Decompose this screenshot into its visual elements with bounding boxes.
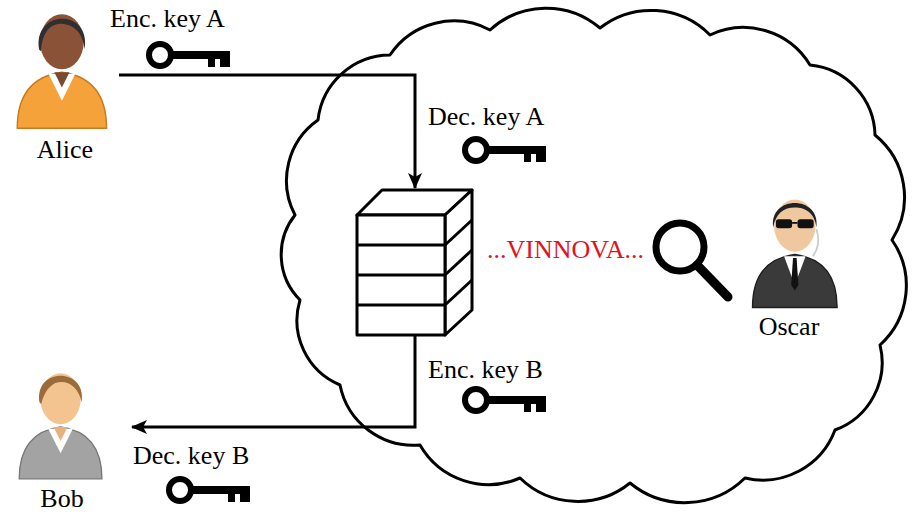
key-icon [465,389,546,412]
magnifier-icon [656,223,728,297]
person-node: Bob [12,360,132,513]
node-label: Bob [12,484,112,513]
edge-label: Dec. key B [133,441,249,471]
intercepted-text: ...VINNOVA... [487,235,644,265]
person-node: Alice [12,2,118,165]
oscar-figure [753,200,838,308]
server-node: Dec. key AEnc. key B [355,188,475,335]
key-icon [149,44,230,67]
node-label: Enc. key B [428,355,543,385]
node-label: Alice [12,135,118,165]
person-node: Oscar [739,188,839,343]
alice-figure [17,14,106,128]
edge-label: Enc. key A [110,4,225,34]
key-icon [169,479,250,502]
node-label: Dec. key A [428,102,544,132]
arrow-connector [132,335,415,427]
bob-figure [19,373,102,479]
server-symbol [357,190,472,335]
arrow-connector [119,75,415,188]
key-icon [465,139,546,162]
node-label: Oscar [739,312,839,342]
